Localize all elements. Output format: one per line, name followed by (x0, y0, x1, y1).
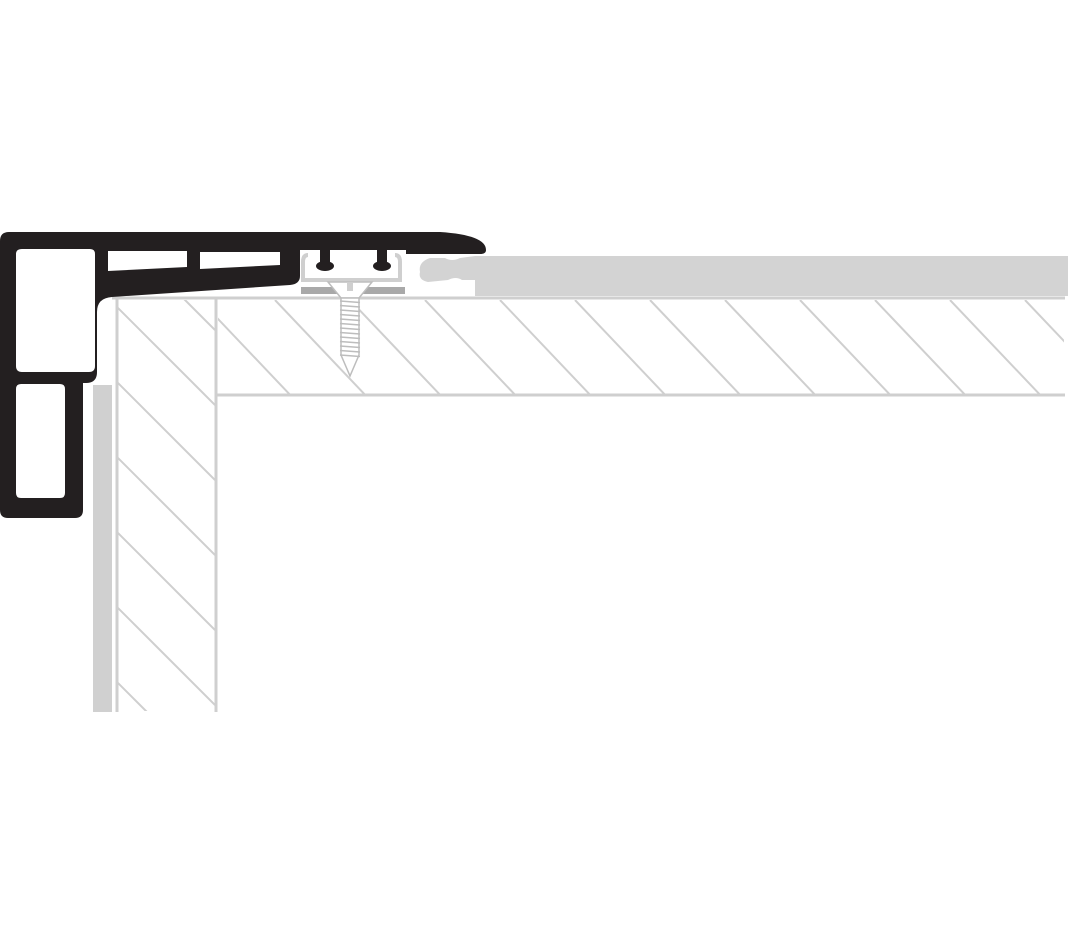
hatch-line (499, 300, 591, 394)
hatch-line (424, 300, 516, 394)
screw-thread (339, 300, 361, 304)
mounting-clip (301, 253, 402, 282)
clip-hooks (316, 248, 391, 271)
hatch-line (118, 531, 215, 631)
hatch-line (218, 317, 291, 394)
hatch-line (649, 300, 741, 394)
hatch-line (274, 300, 366, 394)
screw-thread (339, 345, 361, 349)
hatch-line (574, 300, 666, 394)
riser-board-hatching (115, 300, 215, 855)
screw-thread (339, 354, 361, 358)
hatch-line (724, 300, 816, 394)
hatch-line (118, 456, 215, 556)
screw-thread (339, 331, 361, 335)
subfloor-structure (112, 296, 1065, 712)
hatch-line (1024, 300, 1064, 343)
screw-thread (339, 318, 361, 322)
screw-thread (339, 340, 361, 344)
screw-thread (339, 349, 361, 353)
hatch-line (949, 300, 1041, 394)
hatch-line (115, 755, 215, 855)
screw-thread (339, 313, 361, 317)
screw-icon (326, 281, 374, 378)
screw-thread (339, 322, 361, 326)
hatch-line (349, 300, 441, 394)
hatch-line (118, 381, 215, 481)
hatch-line (118, 681, 148, 711)
stair-nosing-profile (0, 232, 486, 518)
hatch-line (118, 306, 215, 406)
hatch-line (183, 300, 215, 331)
tread-board-hatching (218, 300, 1064, 394)
screw-thread (339, 336, 361, 340)
laminate-floor-plank (419, 256, 1068, 296)
screw-thread (339, 327, 361, 331)
hatch-line (799, 300, 891, 394)
riser-facing-strip (93, 385, 112, 712)
hatch-line (874, 300, 966, 394)
hatch-line (118, 606, 215, 706)
screw-thread (339, 309, 361, 313)
screw-thread (339, 304, 361, 308)
